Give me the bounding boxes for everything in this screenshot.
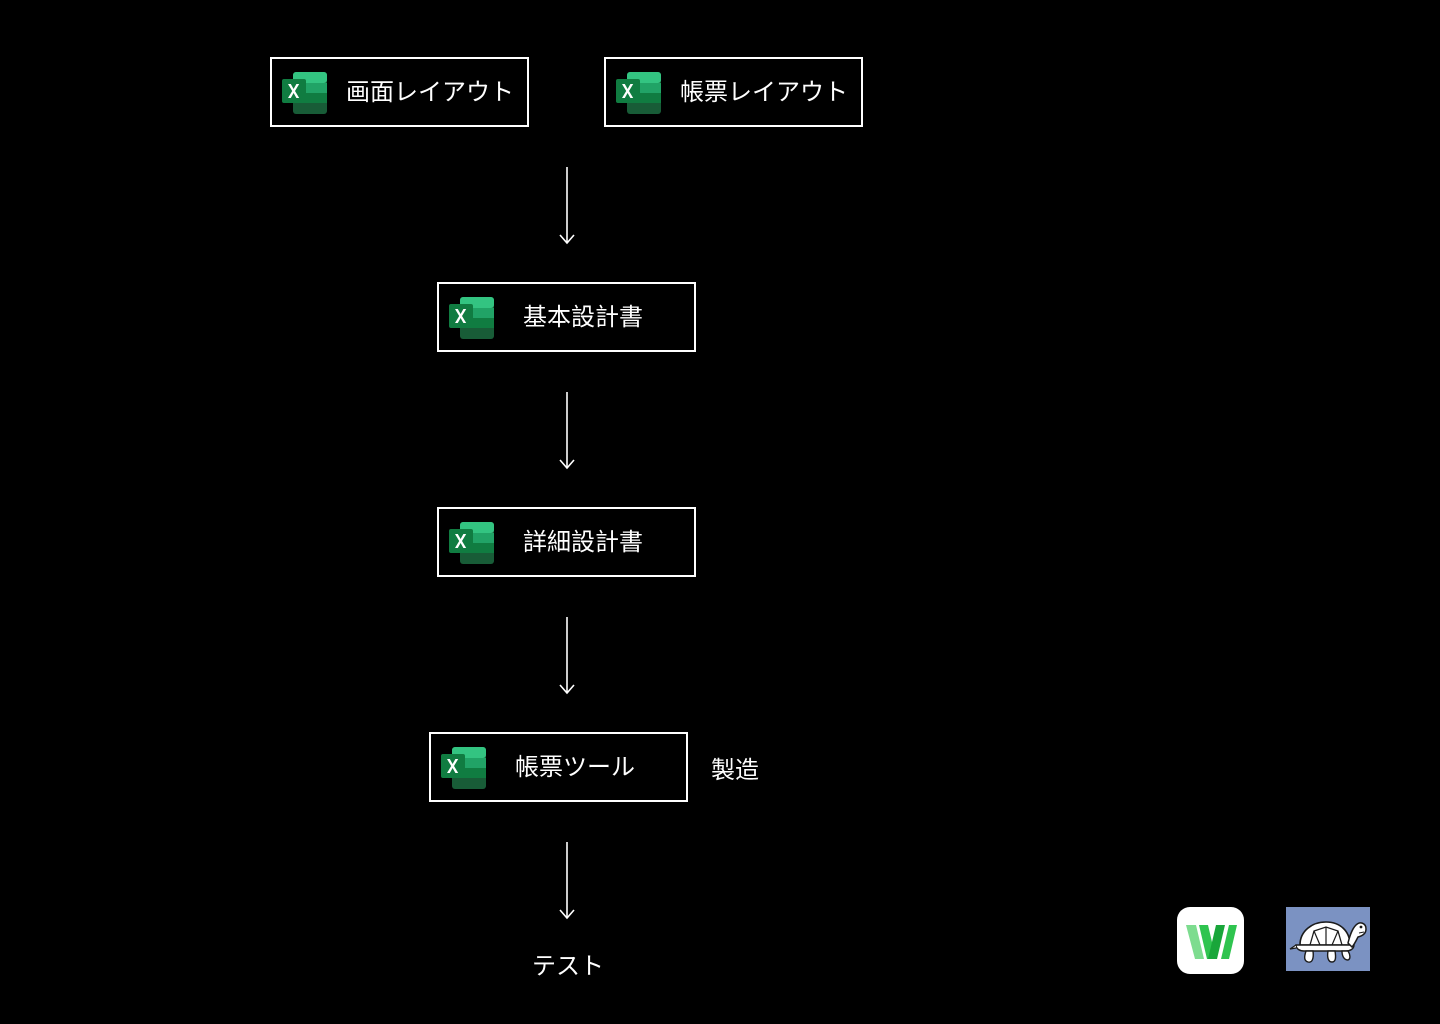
node-basic-design: 基本設計書: [437, 282, 696, 352]
manufacturing-label: 製造: [711, 750, 759, 785]
node-label: 帳票ツール: [515, 734, 635, 800]
node-label: 画面レイアウト: [346, 59, 514, 125]
flow-arrow: [559, 167, 575, 245]
test-label: テスト: [532, 946, 604, 981]
node-form-layout: 帳票レイアウト: [604, 57, 863, 127]
wiki-w-icon: [1177, 907, 1244, 974]
flow-arrow: [559, 617, 575, 695]
node-form-tool: 帳票ツール: [429, 732, 688, 802]
excel-icon: [282, 71, 328, 115]
node-screen-layout: 画面レイアウト: [270, 57, 529, 127]
node-detail-design: 詳細設計書: [437, 507, 696, 577]
excel-icon: [449, 296, 495, 340]
flow-arrow: [559, 842, 575, 920]
excel-icon: [616, 71, 662, 115]
tortoise-icon: [1286, 907, 1370, 971]
flow-arrow: [559, 392, 575, 470]
node-label: 詳細設計書: [523, 509, 643, 575]
excel-icon: [449, 521, 495, 565]
node-label: 帳票レイアウト: [680, 59, 848, 125]
node-label: 基本設計書: [523, 284, 643, 350]
excel-icon: [441, 746, 487, 790]
